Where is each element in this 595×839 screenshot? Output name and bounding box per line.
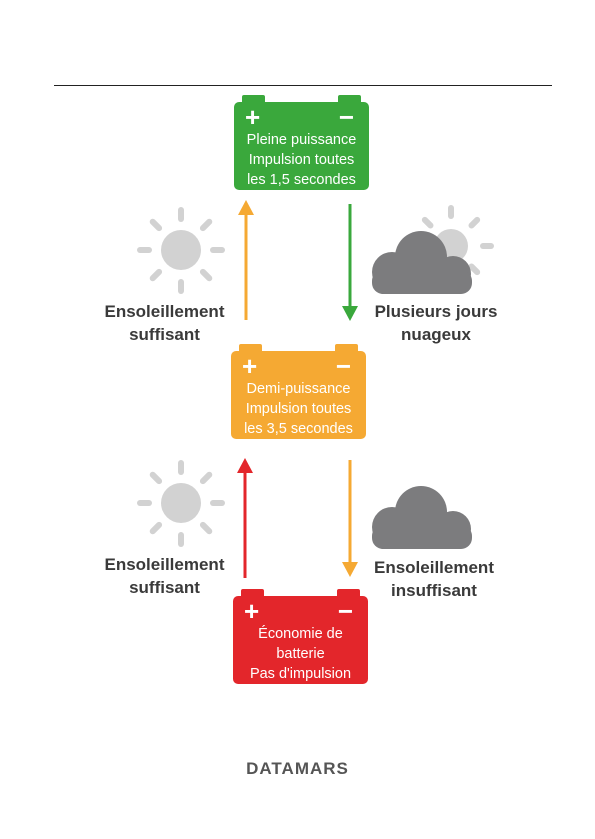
caption-line: nuageux (362, 323, 510, 346)
caption-line: Ensoleillement (360, 556, 508, 579)
caption-cloudy-days: Plusieurs jours nuageux (362, 300, 510, 346)
state-line: Économie de (233, 624, 368, 644)
arrow-down-orange (342, 460, 358, 577)
caption-line: Ensoleillement (92, 553, 237, 576)
state-line: les 1,5 secondes (234, 170, 369, 190)
sun-behind-cloud-icon (372, 205, 494, 294)
battery-full-power: + − Pleine puissance Impulsion toutes le… (234, 102, 369, 190)
battery-saving-mode: + − Économie de batterie Pas d'impulsion (233, 596, 368, 684)
arrow-down-green (342, 204, 358, 321)
battery-half-power: + − Demi-puissance Impulsion toutes les … (231, 351, 366, 439)
minus-sign: − (338, 598, 353, 624)
state-line: Demi-puissance (231, 379, 366, 399)
caption-line: suffisant (92, 323, 237, 346)
datamars-logo: DATAMARS (0, 759, 595, 779)
caption-line: Plusieurs jours (362, 300, 510, 323)
arrow-up-red (237, 458, 253, 578)
caption-sufficient-sun-upper: Ensoleillement suffisant (92, 300, 237, 346)
caption-sufficient-sun-lower: Ensoleillement suffisant (92, 553, 237, 599)
minus-sign: − (336, 353, 351, 379)
caption-insufficient-sun: Ensoleillement insuffisant (360, 556, 508, 602)
caption-line: Ensoleillement (92, 300, 237, 323)
plus-sign: + (242, 353, 257, 379)
plus-sign: + (245, 104, 260, 130)
sun-icon (137, 460, 225, 547)
arrow-up-orange (238, 200, 254, 320)
state-line: batterie (233, 644, 368, 664)
plus-sign: + (244, 598, 259, 624)
caption-line: suffisant (92, 576, 237, 599)
minus-sign: − (339, 104, 354, 130)
state-line: Impulsion toutes (231, 399, 366, 419)
state-line: les 3,5 secondes (231, 419, 366, 439)
state-line: Impulsion toutes (234, 150, 369, 170)
state-line: Pleine puissance (234, 130, 369, 150)
caption-line: insuffisant (360, 579, 508, 602)
state-line: Pas d'impulsion (233, 664, 368, 684)
cloud-icon (372, 486, 472, 549)
sun-icon (137, 207, 225, 294)
